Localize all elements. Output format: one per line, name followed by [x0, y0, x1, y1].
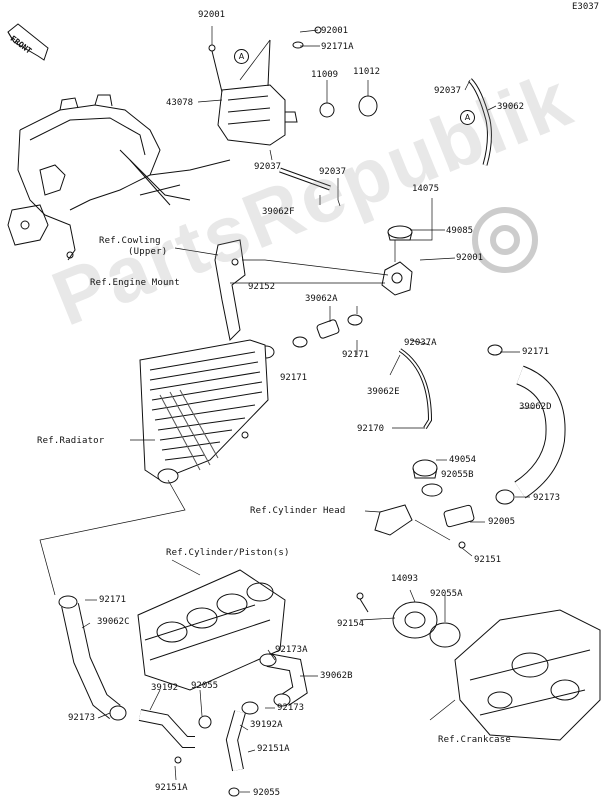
thermostat-housing	[381, 225, 413, 296]
cap-11009	[319, 102, 335, 118]
part-number[interactable]: 14093	[391, 574, 419, 584]
engine-mount-bracket	[214, 239, 246, 342]
part-number[interactable]: 39062C	[97, 617, 130, 627]
part-number[interactable]: 39062F	[262, 207, 295, 217]
part-number[interactable]: 92037A	[404, 338, 437, 348]
cylinder-block	[137, 569, 286, 691]
part-number[interactable]: 92171	[99, 595, 127, 605]
ref-cowling[interactable]: Ref.Cowling	[99, 236, 161, 246]
part-number[interactable]: 92037	[319, 167, 347, 177]
part-number[interactable]: 49085	[446, 226, 474, 236]
cylinder-head-fitting	[374, 504, 475, 549]
part-number[interactable]: 92170	[357, 424, 385, 434]
part-number[interactable]: 92055	[253, 788, 281, 798]
part-number[interactable]: 92001	[456, 253, 484, 263]
part-number[interactable]: 92173	[68, 713, 96, 723]
watermark-gear-icon	[472, 207, 538, 273]
ref-cylinder-piston[interactable]: Ref.Cylinder/Piston(s)	[166, 548, 290, 558]
water-pump-cover	[356, 592, 461, 648]
part-number[interactable]: 43078	[166, 98, 194, 108]
part-number[interactable]: 39192A	[250, 720, 283, 730]
part-number[interactable]: 92151A	[257, 744, 290, 754]
part-number[interactable]: 39062B	[320, 671, 353, 681]
part-number[interactable]: 92151	[474, 555, 502, 565]
crankcase	[454, 609, 601, 741]
part-number[interactable]: 92171A	[321, 42, 354, 52]
part-number[interactable]: 92173A	[275, 645, 308, 655]
part-number[interactable]: 92173	[533, 493, 561, 503]
frame-bracket	[7, 94, 231, 261]
leader-lines	[39, 26, 535, 793]
ref-cowling-sub: (Upper)	[128, 247, 168, 257]
part-number[interactable]: 39062E	[367, 387, 400, 397]
front-arrow-icon	[7, 23, 49, 61]
part-number[interactable]: 39192	[151, 683, 179, 693]
diagram-code: E3037	[572, 2, 600, 12]
radiator	[139, 339, 269, 484]
part-number[interactable]: 92173	[277, 703, 305, 713]
part-number[interactable]: 14075	[412, 184, 440, 194]
ref-cylinder-head[interactable]: Ref.Cylinder Head	[250, 506, 346, 516]
ref-radiator[interactable]: Ref.Radiator	[37, 436, 105, 446]
callout-marker-a-1: A	[234, 49, 249, 64]
part-number[interactable]: 92037	[254, 162, 282, 172]
ref-crankcase[interactable]: Ref.Crankcase	[438, 735, 512, 745]
thermostat-49054	[412, 459, 443, 497]
part-number[interactable]: 92005	[488, 517, 516, 527]
reservoir-tank	[208, 39, 298, 146]
part-number[interactable]: 39062	[497, 102, 525, 112]
part-number[interactable]: 92171	[280, 373, 308, 383]
part-number[interactable]: 92001	[198, 10, 226, 20]
callout-marker-a-2: A	[460, 110, 475, 125]
part-number[interactable]: 49054	[449, 455, 477, 465]
part-number[interactable]: 92171	[342, 350, 370, 360]
part-number[interactable]: 11009	[311, 70, 339, 80]
part-number[interactable]: 92055	[191, 681, 219, 691]
part-number[interactable]: 92171	[522, 347, 550, 357]
part-number[interactable]: 92037	[434, 86, 462, 96]
part-number[interactable]: 92055B	[441, 470, 474, 480]
ref-engine-mount[interactable]: Ref.Engine Mount	[90, 278, 180, 288]
part-number[interactable]: 92152	[248, 282, 276, 292]
part-number[interactable]: 92055A	[430, 589, 463, 599]
part-number[interactable]: 92151A	[155, 783, 188, 793]
part-number[interactable]: 39062A	[305, 294, 338, 304]
part-number[interactable]: 92154	[337, 619, 365, 629]
cap-11012	[358, 95, 378, 117]
part-number[interactable]: 11012	[353, 67, 381, 77]
part-number[interactable]: 92001	[321, 26, 349, 36]
part-number[interactable]: 39062D	[519, 402, 552, 412]
